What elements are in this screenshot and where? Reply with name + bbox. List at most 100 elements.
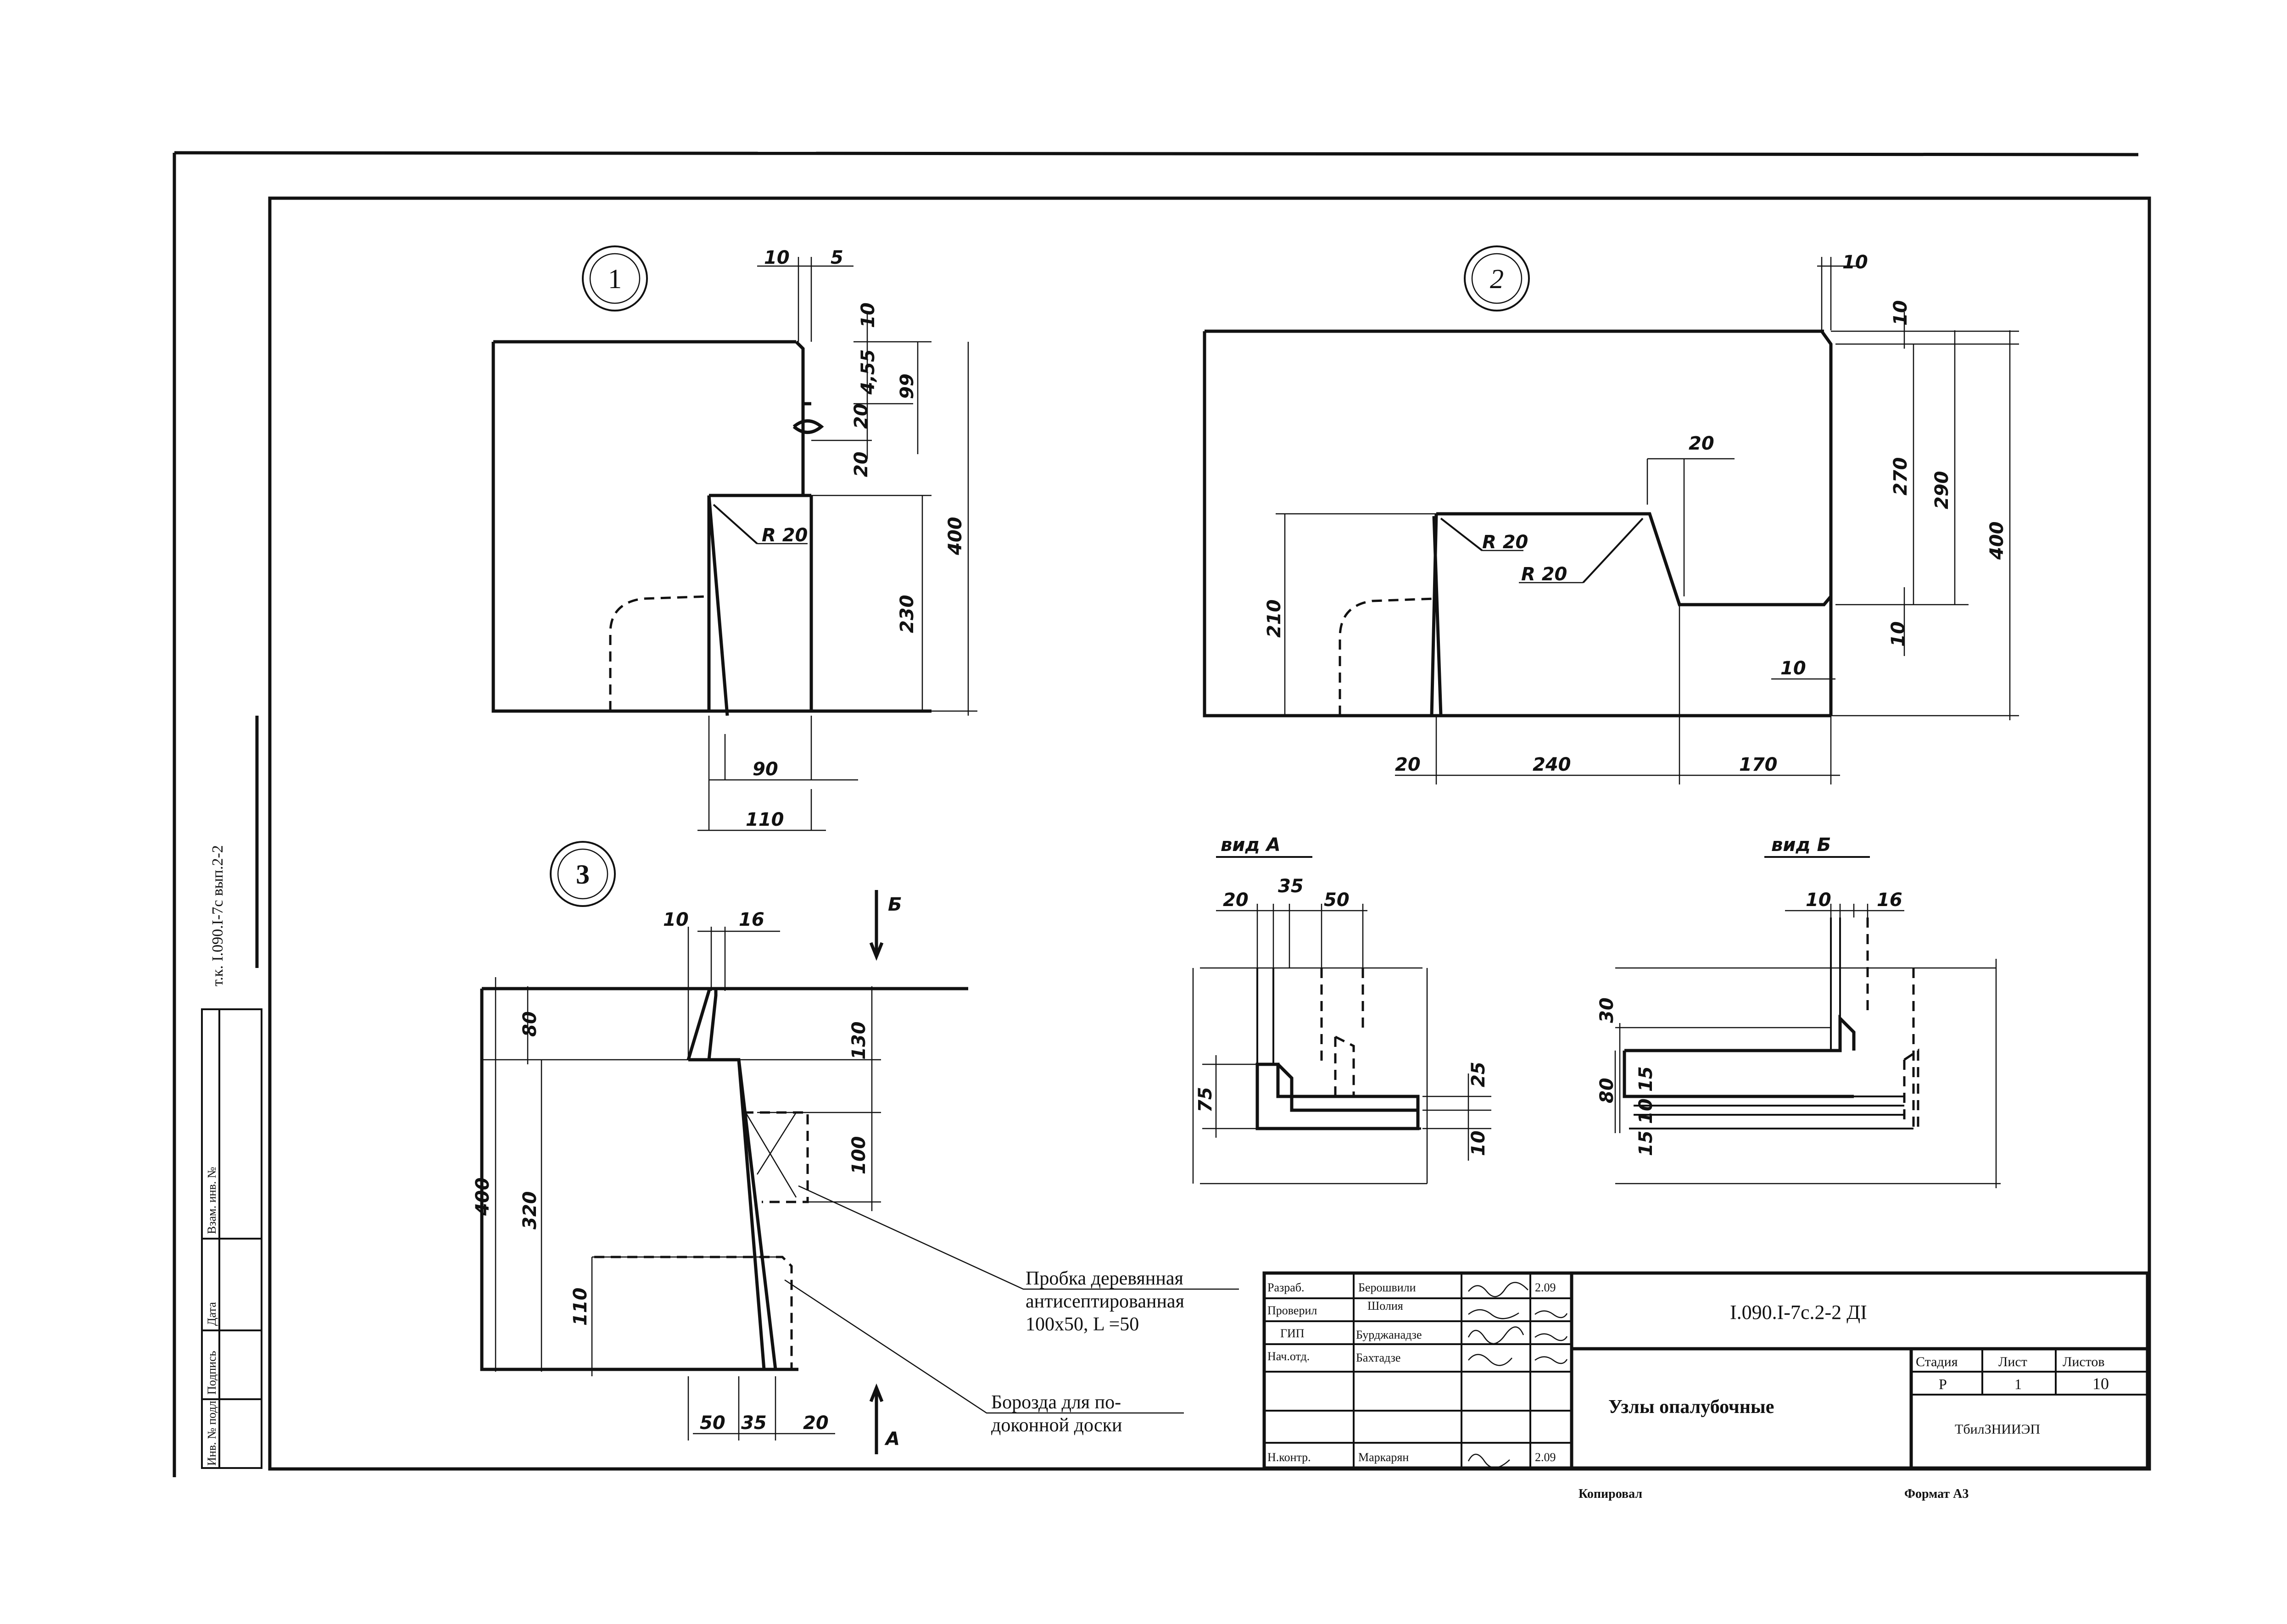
role-developer: Разраб. [1267,1281,1305,1294]
svg-text:170: 170 [1739,754,1778,775]
detail-2: 2 10 10 20 270 290 400 R 20 R 20 210 10 … [1203,245,2019,784]
svg-text:Пробка деревянная: Пробка деревянная [1026,1268,1183,1289]
date-norm-control: 2.09 [1535,1451,1556,1464]
svg-text:10: 10 [1468,1130,1489,1156]
svg-text:400: 400 [472,1178,493,1217]
svg-text:3: 3 [576,859,590,890]
sheets-value: 10 [2092,1374,2109,1393]
name-developer: Берошвили [1358,1281,1416,1294]
arrow-b-label: Б [888,894,902,915]
svg-text:110: 110 [570,1288,591,1326]
copied-label: Копировал [1579,1487,1642,1501]
svg-text:20: 20 [851,403,872,429]
svg-text:50: 50 [700,1413,725,1434]
svg-text:20: 20 [803,1413,829,1434]
svg-text:1: 1 [608,264,622,294]
note-wooden-plug: Пробка деревянная антисептированная 100х… [1026,1268,1184,1335]
name-norm-control: Маркарян [1358,1451,1409,1464]
view-a-title: вид А [1221,834,1281,856]
svg-text:130: 130 [848,1022,870,1060]
marker-3: 3 [550,841,616,907]
svg-text:10: 10 [1635,1098,1657,1124]
svg-text:400: 400 [945,517,966,556]
svg-text:320: 320 [519,1191,541,1230]
svg-text:25: 25 [1468,1062,1489,1087]
marker-1: 1 [582,245,648,311]
svg-text:35: 35 [1278,876,1304,897]
svg-text:R 20: R 20 [1482,532,1528,553]
marker-2: 2 [1464,245,1530,311]
svg-text:15: 15 [1635,1130,1657,1156]
stamp-inv-label: Инв. № подл. [205,1398,218,1466]
svg-text:20: 20 [851,451,872,477]
organization: ТбилЗНИИЭП [1955,1422,2040,1437]
svg-text:10: 10 [1780,658,1806,679]
svg-text:400: 400 [1986,522,2008,561]
svg-text:240: 240 [1533,754,1571,775]
svg-text:99: 99 [897,373,918,399]
svg-text:16: 16 [1877,890,1902,911]
side-stamp: т.к. I.090.I-7с вып.2-2 Инв. № подл. Под… [201,716,262,1469]
svg-text:35: 35 [741,1413,767,1434]
svg-text:20: 20 [1689,433,1714,454]
svg-text:290: 290 [1931,471,1952,510]
side-note: т.к. I.090.I-7с вып.2-2 [209,845,226,986]
svg-text:10: 10 [663,909,689,930]
svg-text:20: 20 [1395,754,1421,775]
note-groove: Борозда для по- доконной доски [991,1392,1122,1436]
view-b-title: вид Б [1771,834,1831,856]
arrow-a-label: А [884,1429,900,1450]
svg-text:75: 75 [1195,1087,1216,1112]
svg-text:100: 100 [848,1136,870,1175]
stamp-date-label: Дата [205,1302,218,1326]
view-b: вид Б 10 16 30 80 15 10 15 [1596,834,2001,1188]
svg-text:5: 5 [831,247,843,268]
svg-text:30: 30 [1596,997,1618,1023]
sheets-header: Листов [2063,1354,2105,1369]
sheet-frames [173,151,2151,1477]
svg-text:80: 80 [519,1011,541,1037]
svg-text:R 20: R 20 [762,525,808,546]
svg-text:15: 15 [1635,1066,1657,1092]
sheet-value: 1 [2014,1376,2022,1392]
stage-header: Стадия [1916,1354,1958,1369]
detail-3: 3 Б А 10 16 80 130 320 400 100 110 50 35… [472,841,1239,1454]
svg-text:90: 90 [753,759,778,780]
stamp-replace-label: Взам. инв. № [205,1167,218,1234]
format-label: Формат А3 [1904,1487,1969,1501]
svg-text:100х50, L =50: 100х50, L =50 [1026,1314,1139,1335]
svg-text:16: 16 [739,909,764,930]
date-developer: 2.09 [1535,1281,1556,1294]
svg-text:230: 230 [897,595,918,634]
svg-text:доконной доски: доконной доски [991,1415,1122,1436]
svg-text:210: 210 [1264,600,1285,638]
designation: I.090.I-7с.2-2 ДI [1730,1301,1867,1324]
sheet-header: Лист [1998,1354,2027,1369]
svg-text:R 20: R 20 [1521,564,1567,585]
svg-text:4,55: 4,55 [858,349,879,395]
view-a: вид А 20 35 50 75 25 10 [1192,834,1491,1185]
detail-1: 1 10 5 10 4,55 99 20 20 R 20 230 400 90 … [491,245,977,831]
role-gip: ГИП [1280,1327,1305,1340]
signatures [1467,1282,1568,1468]
svg-text:10: 10 [764,247,790,268]
svg-text:антисептированная: антисептированная [1026,1291,1184,1312]
stamp-signature-label: Подпись [205,1351,218,1395]
role-norm-control: Н.контр. [1267,1451,1311,1464]
role-dept-head: Нач.отд. [1267,1350,1310,1363]
svg-text:10: 10 [1842,252,1868,273]
drawing-title: Узлы опалубочные [1608,1396,1774,1418]
svg-text:270: 270 [1890,457,1911,496]
svg-text:2: 2 [1490,264,1504,294]
title-block: Разраб. Проверил ГИП Нач.отд. Н.контр. Б… [1262,1271,2149,1470]
svg-text:50: 50 [1324,890,1350,911]
svg-text:110: 110 [746,809,784,830]
svg-text:80: 80 [1596,1078,1618,1103]
stage-value: Р [1939,1376,1947,1392]
svg-text:10: 10 [858,302,879,328]
svg-text:10: 10 [1806,890,1831,911]
name-gip: Бурджанадзе [1356,1328,1422,1341]
svg-text:20: 20 [1223,890,1249,911]
name-dept-head: Бахтадзе [1356,1351,1400,1364]
svg-text:10: 10 [1888,621,1909,647]
